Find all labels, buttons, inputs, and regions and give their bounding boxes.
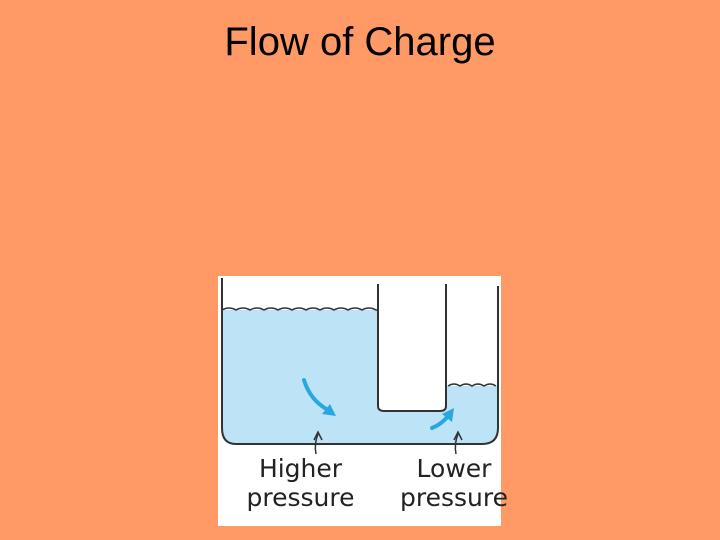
label-line: Higher <box>258 454 343 483</box>
communicating-vessels-diagram: Higher pressure Lower pressure <box>218 276 508 526</box>
right-water-surface <box>447 383 497 387</box>
container-outline <box>221 278 499 445</box>
label-line: pressure <box>400 483 508 512</box>
pointer-arrow-icon <box>453 430 463 455</box>
label-line: Lower <box>416 454 492 483</box>
higher-pressure-label: Higher pressure <box>238 454 363 512</box>
water-body <box>222 310 498 444</box>
pointer-arrow-icon <box>313 430 323 455</box>
left-water-surface <box>221 307 378 311</box>
label-line: pressure <box>246 483 355 512</box>
curved-flow-arrow-icon <box>302 378 336 416</box>
curved-flow-arrow-icon <box>430 408 454 430</box>
partition-wall <box>377 284 447 412</box>
vessel-illustration <box>221 278 499 455</box>
slide-title: Flow of Charge <box>224 20 496 64</box>
lower-pressure-label: Lower pressure <box>398 454 510 512</box>
